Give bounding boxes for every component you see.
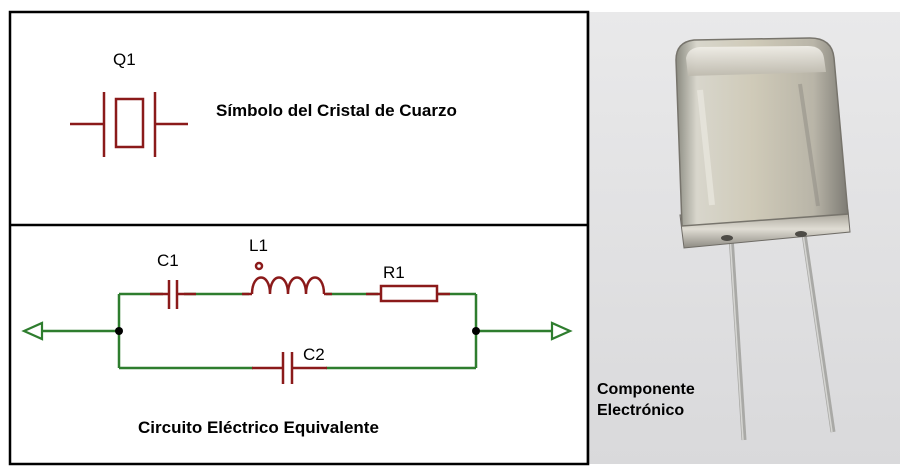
inductor-dot <box>254 261 264 271</box>
junction-left <box>115 327 123 335</box>
c1-label: C1 <box>157 251 179 270</box>
r1-label: R1 <box>383 263 405 282</box>
symbol-ref-label: Q1 <box>113 50 136 69</box>
crystal-can <box>675 37 849 227</box>
circuit-caption: Circuito Eléctrico Equivalente <box>138 418 379 437</box>
crystal-lead-left <box>728 235 747 441</box>
inductor-l1 <box>242 261 332 296</box>
symbol-caption: Símbolo del Cristal de Cuarzo <box>216 101 457 120</box>
photo-caption-line2: Electrónico <box>597 402 685 419</box>
l1-label: L1 <box>249 236 268 255</box>
output-arrow-icon <box>550 321 573 341</box>
quartz-crystal-symbol <box>70 92 188 157</box>
capacitor-c1 <box>150 280 196 309</box>
photo-caption-line1: Componente <box>597 381 695 398</box>
resistor-r1 <box>366 284 450 303</box>
capacitor-c2 <box>252 352 327 384</box>
input-arrow-icon <box>21 321 44 341</box>
crystal-component-photo <box>675 37 851 441</box>
symbol-crystal-body <box>114 97 145 149</box>
c2-label: C2 <box>303 345 325 364</box>
junction-right <box>472 327 480 335</box>
crystal-lead-right <box>801 233 836 433</box>
